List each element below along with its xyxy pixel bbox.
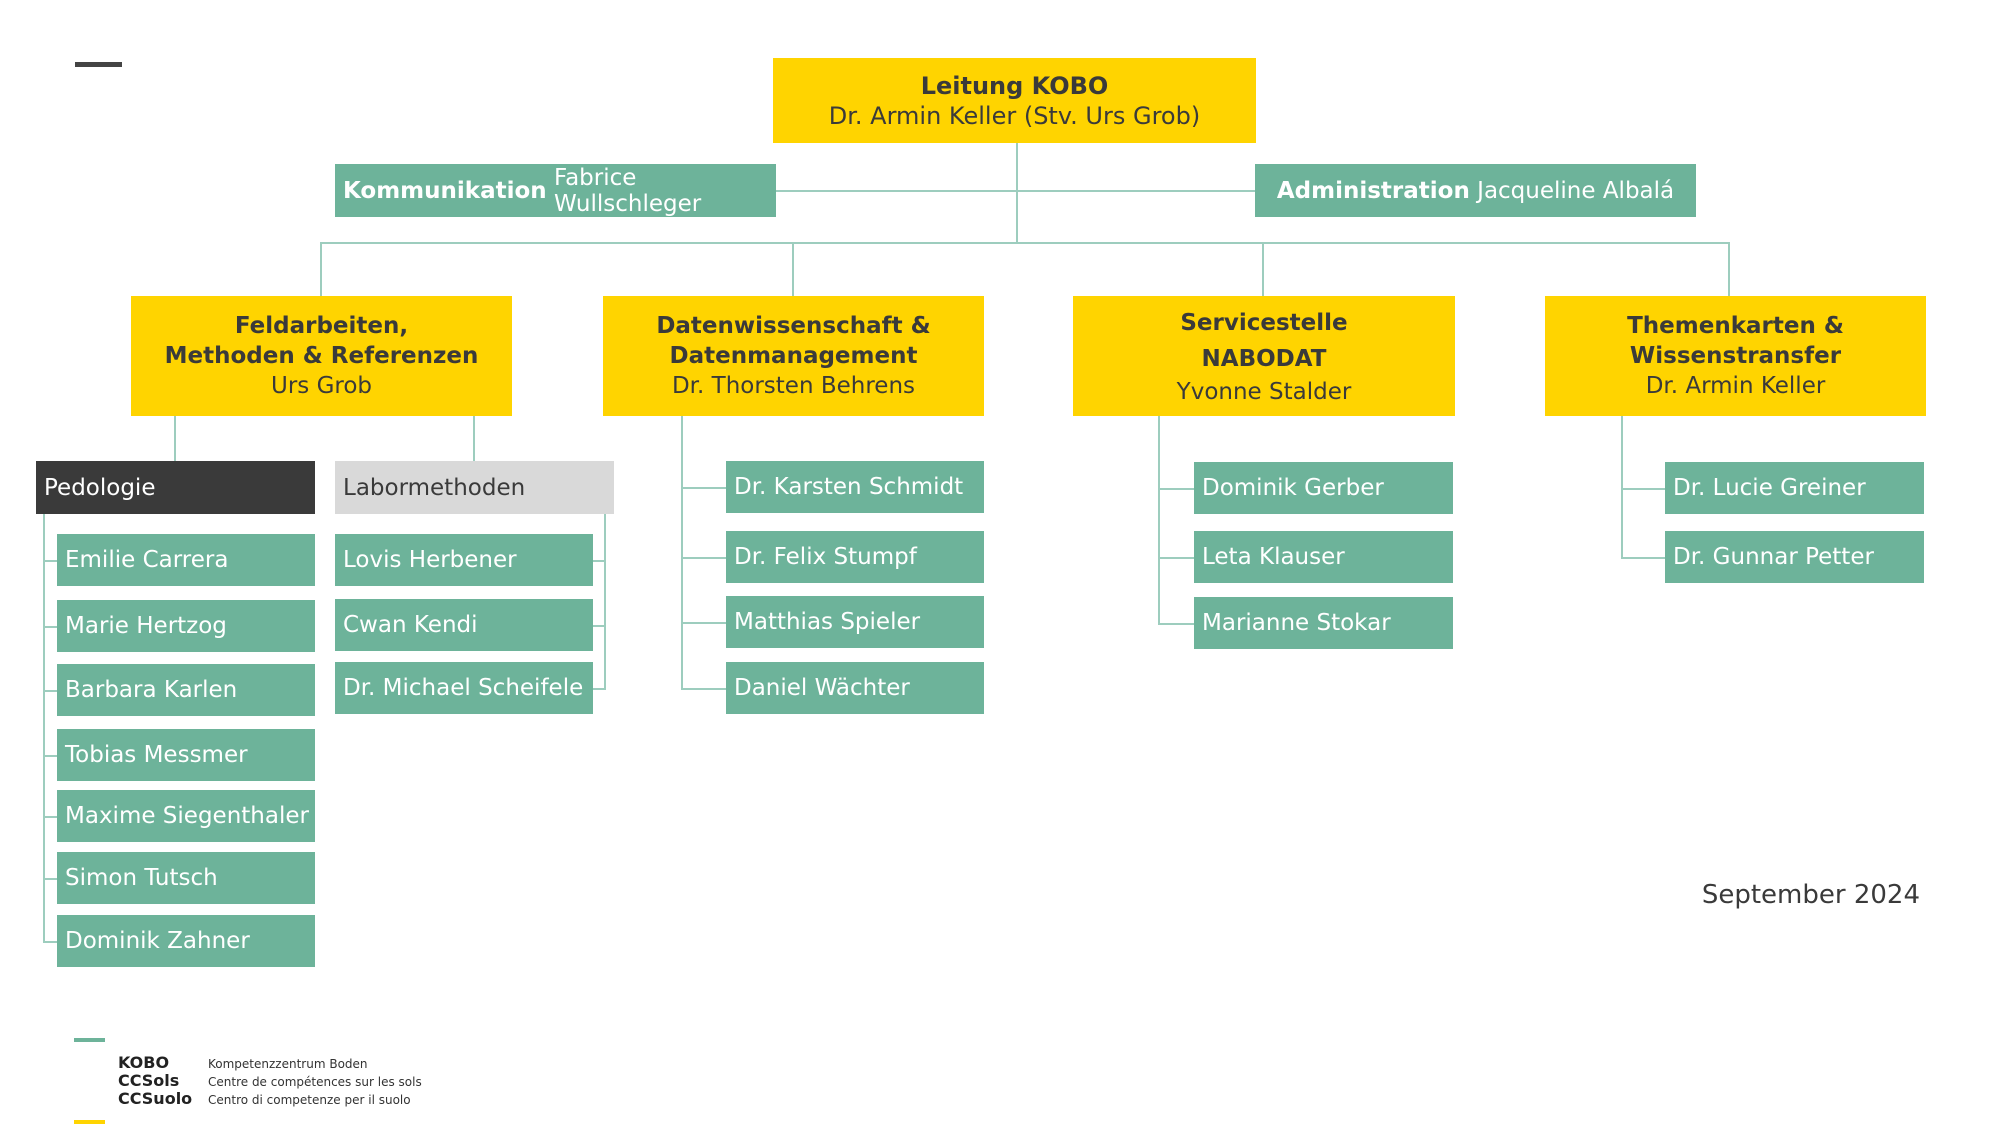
member-box: Lovis Herbener bbox=[335, 534, 593, 586]
member-box: Cwan Kendi bbox=[335, 599, 593, 651]
member-box: Simon Tutsch bbox=[57, 852, 315, 904]
kommunikation-name: Fabrice Wullschleger bbox=[553, 164, 702, 217]
member-name: Emilie Carrera bbox=[65, 547, 229, 573]
group-labormethoden: Labormethoden bbox=[335, 461, 614, 514]
member-name: Tobias Messmer bbox=[65, 742, 248, 768]
member-box: Dr. Karsten Schmidt bbox=[726, 461, 984, 513]
administration-box: Administration Jacqueline Albalá bbox=[1255, 164, 1696, 217]
unit-servicestelle: Servicestelle NABODAT Yvonne Stalder bbox=[1073, 296, 1455, 416]
unit-feldarbeiten: Feldarbeiten, Methoden & Referenzen Urs … bbox=[131, 296, 512, 416]
group-pedologie: Pedologie bbox=[36, 461, 315, 514]
logo-bar-bottom bbox=[74, 1120, 105, 1124]
member-box: Dr. Gunnar Petter bbox=[1665, 531, 1924, 583]
logo-name: CCSols bbox=[118, 1071, 180, 1090]
member-box: Matthias Spieler bbox=[726, 596, 984, 648]
unit-lead: Urs Grob bbox=[270, 373, 373, 399]
member-name: Dr. Karsten Schmidt bbox=[734, 474, 964, 500]
unit-title: Servicestelle NABODAT bbox=[1180, 310, 1348, 372]
group-label: Labormethoden bbox=[343, 474, 526, 501]
administration-title: Administration bbox=[1276, 177, 1470, 204]
member-name: Dr. Michael Scheifele bbox=[343, 675, 584, 701]
leitung-name: Dr. Armin Keller (Stv. Urs Grob) bbox=[828, 101, 1201, 130]
logo-line: Kompetenzzentrum Boden bbox=[208, 1057, 368, 1071]
unit-datenwissenschaft: Datenwissenschaft & Datenmanagement Dr. … bbox=[603, 296, 984, 416]
member-box: Dominik Gerber bbox=[1194, 462, 1453, 514]
kobo-logo: KOBO CCSols CCSuolo Kompetenzzentrum Bod… bbox=[74, 1038, 424, 1130]
logo-lines: Kompetenzzentrum Boden Centre de compéte… bbox=[208, 1055, 422, 1109]
top-dash bbox=[75, 62, 122, 67]
member-name: Dr. Lucie Greiner bbox=[1673, 475, 1866, 501]
member-box: Daniel Wächter bbox=[726, 662, 984, 714]
member-name: Matthias Spieler bbox=[734, 609, 921, 635]
member-box: Dr. Felix Stumpf bbox=[726, 531, 984, 583]
kommunikation-title: Kommunikation bbox=[343, 177, 547, 204]
logo-names: KOBO CCSols CCSuolo bbox=[118, 1054, 192, 1108]
date-label: September 2024 bbox=[1701, 880, 1920, 910]
logo-name: CCSuolo bbox=[118, 1089, 193, 1108]
member-name: Barbara Karlen bbox=[65, 677, 238, 703]
member-name: Marianne Stokar bbox=[1202, 610, 1391, 636]
member-name: Maxime Siegenthaler bbox=[65, 803, 309, 829]
member-name: Leta Klauser bbox=[1202, 544, 1345, 570]
unit-lead: Yvonne Stalder bbox=[1176, 379, 1352, 405]
member-name: Lovis Herbener bbox=[343, 547, 517, 573]
logo-bar-top bbox=[74, 1038, 105, 1042]
unit-lead: Dr. Armin Keller bbox=[1645, 373, 1826, 399]
member-name: Marie Hertzog bbox=[65, 613, 227, 639]
unit-themenkarten: Themenkarten & Wissenstransfer Dr. Armin… bbox=[1545, 296, 1926, 416]
member-box: Marianne Stokar bbox=[1194, 597, 1453, 649]
member-box: Dr. Lucie Greiner bbox=[1665, 462, 1924, 514]
member-name: Cwan Kendi bbox=[343, 612, 478, 638]
unit-title: Datenwissenschaft & Datenmanagement bbox=[656, 313, 931, 369]
unit-title: Themenkarten & Wissenstransfer bbox=[1627, 313, 1844, 369]
member-box: Maxime Siegenthaler bbox=[57, 790, 315, 842]
unit-lead: Dr. Thorsten Behrens bbox=[671, 373, 916, 399]
member-box: Emilie Carrera bbox=[57, 534, 315, 586]
member-box: Dominik Zahner bbox=[57, 915, 315, 967]
unit-title: Feldarbeiten, Methoden & Referenzen bbox=[164, 313, 479, 369]
member-box: Leta Klauser bbox=[1194, 531, 1453, 583]
member-name: Dominik Gerber bbox=[1202, 475, 1384, 501]
member-box: Dr. Michael Scheifele bbox=[335, 662, 593, 714]
group-label: Pedologie bbox=[44, 474, 156, 501]
member-box: Barbara Karlen bbox=[57, 664, 315, 716]
logo-line: Centro di competenze per il suolo bbox=[208, 1093, 411, 1107]
member-name: Daniel Wächter bbox=[734, 675, 910, 701]
member-box: Marie Hertzog bbox=[57, 600, 315, 652]
administration-name: Jacqueline Albalá bbox=[1477, 177, 1675, 204]
logo-line: Centre de compétences sur les sols bbox=[208, 1075, 422, 1089]
member-box: Tobias Messmer bbox=[57, 729, 315, 781]
leitung-box: Leitung KOBO Dr. Armin Keller (Stv. Urs … bbox=[773, 58, 1256, 143]
member-name: Dr. Gunnar Petter bbox=[1673, 544, 1874, 570]
member-name: Dr. Felix Stumpf bbox=[734, 544, 917, 570]
leitung-title: Leitung KOBO bbox=[920, 71, 1109, 100]
logo-name: KOBO bbox=[118, 1053, 170, 1072]
member-name: Simon Tutsch bbox=[65, 865, 218, 891]
kommunikation-box: Kommunikation Fabrice Wullschleger bbox=[335, 164, 776, 217]
member-name: Dominik Zahner bbox=[65, 928, 250, 954]
